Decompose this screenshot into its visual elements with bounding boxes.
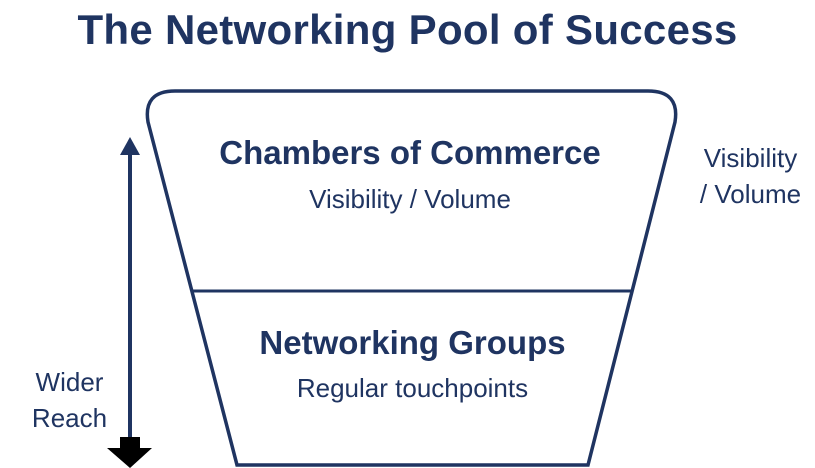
side-label-line2: / Volume: [699, 179, 802, 209]
layer-2-subtitle: Regular touchpoints: [296, 373, 529, 403]
diagram-title: The Networking Pool of Success: [77, 6, 738, 53]
layer-1-heading: Chambers of Commerce: [219, 134, 601, 171]
axis-label: Wider Reach: [22, 364, 117, 436]
axis-label-line1: Wider: [35, 367, 104, 397]
layer-1-subtitle: Visibility / Volume: [309, 184, 511, 214]
arrow-down-head: [107, 437, 152, 468]
funnel-outline: [145, 89, 678, 467]
layer-2-heading: Networking Groups: [259, 324, 566, 361]
side-label: Visibility / Volume: [688, 140, 813, 212]
axis-label-line2: Reach: [31, 403, 108, 433]
arrow-up-head: [120, 137, 140, 155]
side-label-line1: Visibility: [703, 143, 798, 173]
